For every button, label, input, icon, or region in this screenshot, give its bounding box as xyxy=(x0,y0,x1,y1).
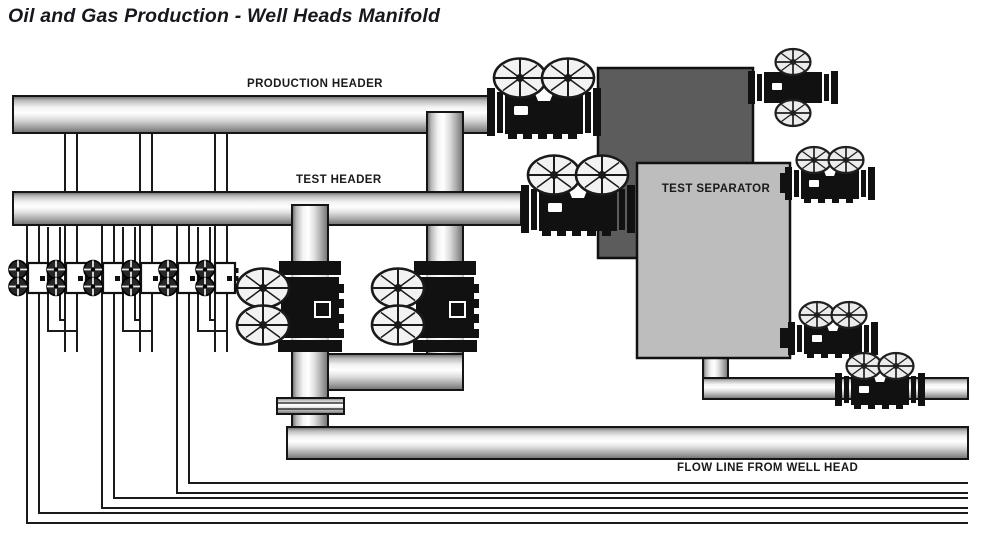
pipe-flange xyxy=(276,397,345,415)
well3-crossover-pipe xyxy=(209,227,215,321)
separator-drain-valve xyxy=(835,353,925,409)
well1-test-block-valve xyxy=(9,261,52,296)
vessel-gas-outlet-valve xyxy=(748,49,838,126)
well2-crossover-pipe xyxy=(134,227,140,321)
production-header-label: PRODUCTION HEADER xyxy=(247,78,383,90)
major-pipes xyxy=(12,95,969,460)
wellhead-thin-piping xyxy=(26,130,968,524)
test-separator-label: TEST SEPARATOR xyxy=(661,183,771,195)
riser-connector-pipe xyxy=(309,353,464,391)
flow-line-pipe xyxy=(286,426,969,460)
riser-pipe-2-upper xyxy=(426,111,464,193)
test-separator-vessel xyxy=(635,161,792,360)
well3-test-block-valve xyxy=(159,261,202,296)
test-header-label: TEST HEADER xyxy=(296,174,382,186)
diagram-title: Oil and Gas Production - Well Heads Mani… xyxy=(8,5,441,27)
separator-gas-outlet-valve xyxy=(785,147,875,203)
well2-production-block-valve xyxy=(122,261,165,296)
flow-line-label: FLOW LINE FROM WELL HEAD xyxy=(677,462,859,474)
well3-production-block-valve xyxy=(196,261,239,296)
well3-test-branch-pipe xyxy=(176,200,968,494)
well1-test-branch-pipe xyxy=(26,200,968,524)
well2-test-block-valve xyxy=(84,261,127,296)
production-header-pipe xyxy=(12,95,493,134)
separator-oil-outlet-valve xyxy=(788,302,878,358)
production-riser-valve xyxy=(372,261,479,352)
test-header-pipe xyxy=(12,191,522,226)
well2-test-branch-pipe xyxy=(101,200,968,509)
well1-production-block-valve xyxy=(47,261,90,296)
production-header-valve xyxy=(487,59,601,140)
well1-crossover-pipe xyxy=(59,227,65,321)
test-riser-valve xyxy=(237,261,344,352)
